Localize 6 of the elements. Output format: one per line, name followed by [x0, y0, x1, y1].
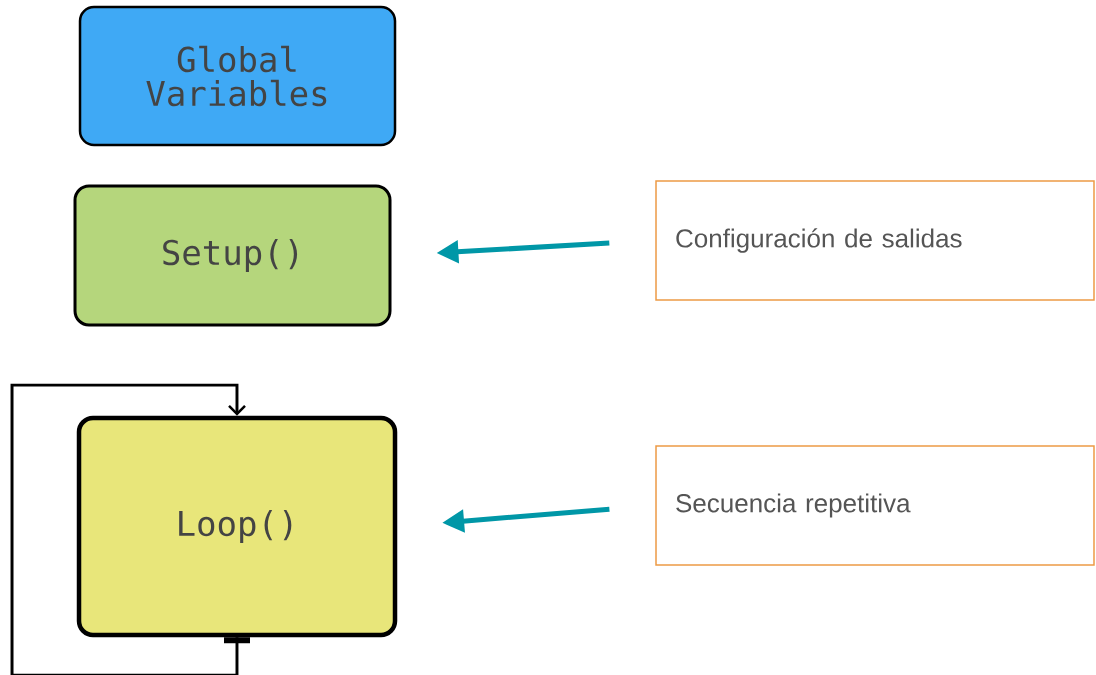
code-block-box: Setup(): [73, 184, 392, 327]
note-box: Configuración de salidas: [655, 180, 1095, 301]
code-block-box: Global Variables: [78, 5, 397, 147]
note-box: Secuencia repetitiva: [655, 445, 1095, 566]
loop-arrow: [10, 383, 250, 675]
code-block-box: Loop(): [76, 415, 398, 638]
